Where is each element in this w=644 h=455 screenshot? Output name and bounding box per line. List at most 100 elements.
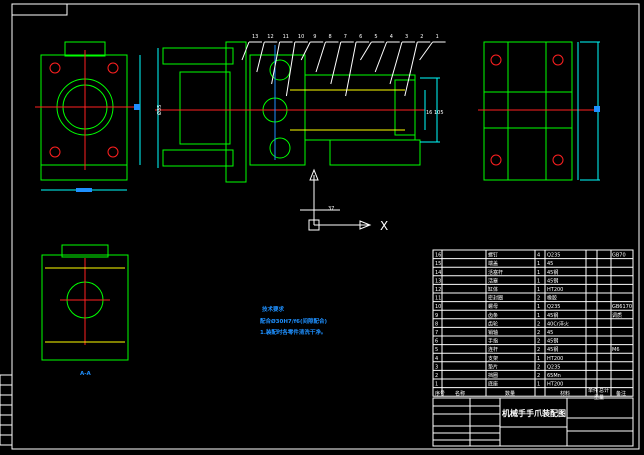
part-name: 垫片: [488, 363, 498, 370]
balloon-leader: [389, 41, 403, 85]
parts-header: 材料: [560, 390, 570, 397]
balloon-number: 5: [374, 34, 377, 40]
part-note: M6: [612, 347, 620, 353]
balloon-leader: [374, 41, 388, 73]
parts-header: 数量: [505, 390, 515, 397]
parts-header: 序号: [435, 390, 445, 397]
part-number: 10: [435, 304, 441, 310]
part-name: 连杆: [488, 346, 498, 353]
drawing-frame: [11, 3, 640, 450]
balloon-number: 2: [420, 34, 423, 40]
balloon-number: 10: [298, 34, 304, 40]
balloon-leader: [359, 41, 372, 61]
part-qty: 2: [537, 347, 540, 353]
part-material: 65Mn: [547, 373, 561, 379]
part-qty: 2: [537, 339, 540, 345]
balloon-leader: [345, 41, 357, 97]
part-name: 端盖: [488, 260, 498, 267]
part-qty: 1: [537, 356, 540, 362]
balloon-leader: [241, 41, 250, 61]
part-number: 9: [435, 313, 438, 319]
parts-row: 7 销轴 2 45: [435, 329, 553, 336]
part-number: 5: [435, 347, 438, 353]
part-material: 45: [547, 261, 553, 267]
section-label: A-A: [80, 371, 92, 377]
part-number: 11: [435, 296, 441, 302]
part-qty: 1: [537, 382, 540, 388]
balloon-leader: [330, 41, 342, 85]
part-number: 2: [435, 373, 438, 379]
dim-label: 37: [328, 206, 334, 212]
balloon-number: 9: [313, 34, 316, 40]
part-material: Q235: [547, 304, 560, 310]
part-qty: 1: [537, 270, 540, 276]
parts-header: 名称: [455, 390, 465, 397]
part-number: 1: [435, 382, 438, 388]
balloon-leader: [404, 41, 418, 97]
part-number: 12: [435, 287, 441, 293]
part-qty: 2: [537, 373, 540, 379]
part-material: 40Cr淬火: [547, 320, 569, 327]
part-name: 螺母: [488, 303, 498, 310]
balloon-number: 11: [283, 34, 289, 40]
part-qty: 1: [537, 278, 540, 284]
part-qty: 4: [537, 253, 540, 259]
balloon-leader: [256, 41, 265, 73]
title-block: [432, 397, 634, 447]
part-name: 手指: [488, 338, 498, 345]
parts-row: 15 端盖 1 45: [435, 260, 553, 267]
part-name: 齿条: [488, 312, 498, 319]
tech-req-heading: 技术要求: [262, 305, 285, 313]
part-name: 齿轮: [488, 320, 498, 327]
part-number: 4: [435, 356, 438, 362]
axis-x-label: X: [380, 219, 388, 233]
left-side-view: [35, 41, 141, 192]
coordinate-axes: [300, 168, 372, 231]
part-name: 支架: [488, 355, 498, 362]
balloon-number: 12: [267, 34, 273, 40]
frame-corner-box: [11, 3, 68, 16]
part-material: 45钢: [547, 338, 558, 345]
parts-header: 备注: [616, 390, 626, 397]
balloon-number: 6: [359, 34, 362, 40]
part-qty: 2: [537, 296, 540, 302]
part-qty: 2: [537, 330, 540, 336]
part-name: 销轴: [488, 329, 498, 336]
part-material: Q235: [547, 253, 560, 259]
balloon-leader: [271, 41, 281, 85]
part-qty: 1: [537, 287, 540, 293]
part-number: 14: [435, 270, 441, 276]
part-name: 密封圈: [488, 295, 503, 302]
section-view: [41, 244, 129, 361]
part-number: 6: [435, 339, 438, 345]
part-number: 15: [435, 261, 441, 267]
part-number: 7: [435, 330, 438, 336]
part-name: 底座: [488, 381, 498, 388]
drawing-title: 机械手手爪装配图: [502, 408, 566, 418]
parts-header: 单件: [588, 387, 598, 394]
part-material: HT200: [547, 287, 563, 293]
part-material: 45: [547, 330, 553, 336]
part-number: 3: [435, 364, 438, 370]
left-margin-table: [0, 374, 13, 446]
part-material: 45钢: [547, 346, 558, 353]
part-material: 45钢: [547, 269, 558, 276]
part-name: 活塞杆: [488, 269, 503, 276]
part-number: 13: [435, 278, 441, 284]
balloon-number: 7: [344, 34, 347, 40]
part-name: 活塞: [488, 277, 498, 284]
part-qty: 2: [537, 364, 540, 370]
part-note: GB70: [612, 253, 626, 259]
part-qty: 1: [537, 261, 540, 267]
